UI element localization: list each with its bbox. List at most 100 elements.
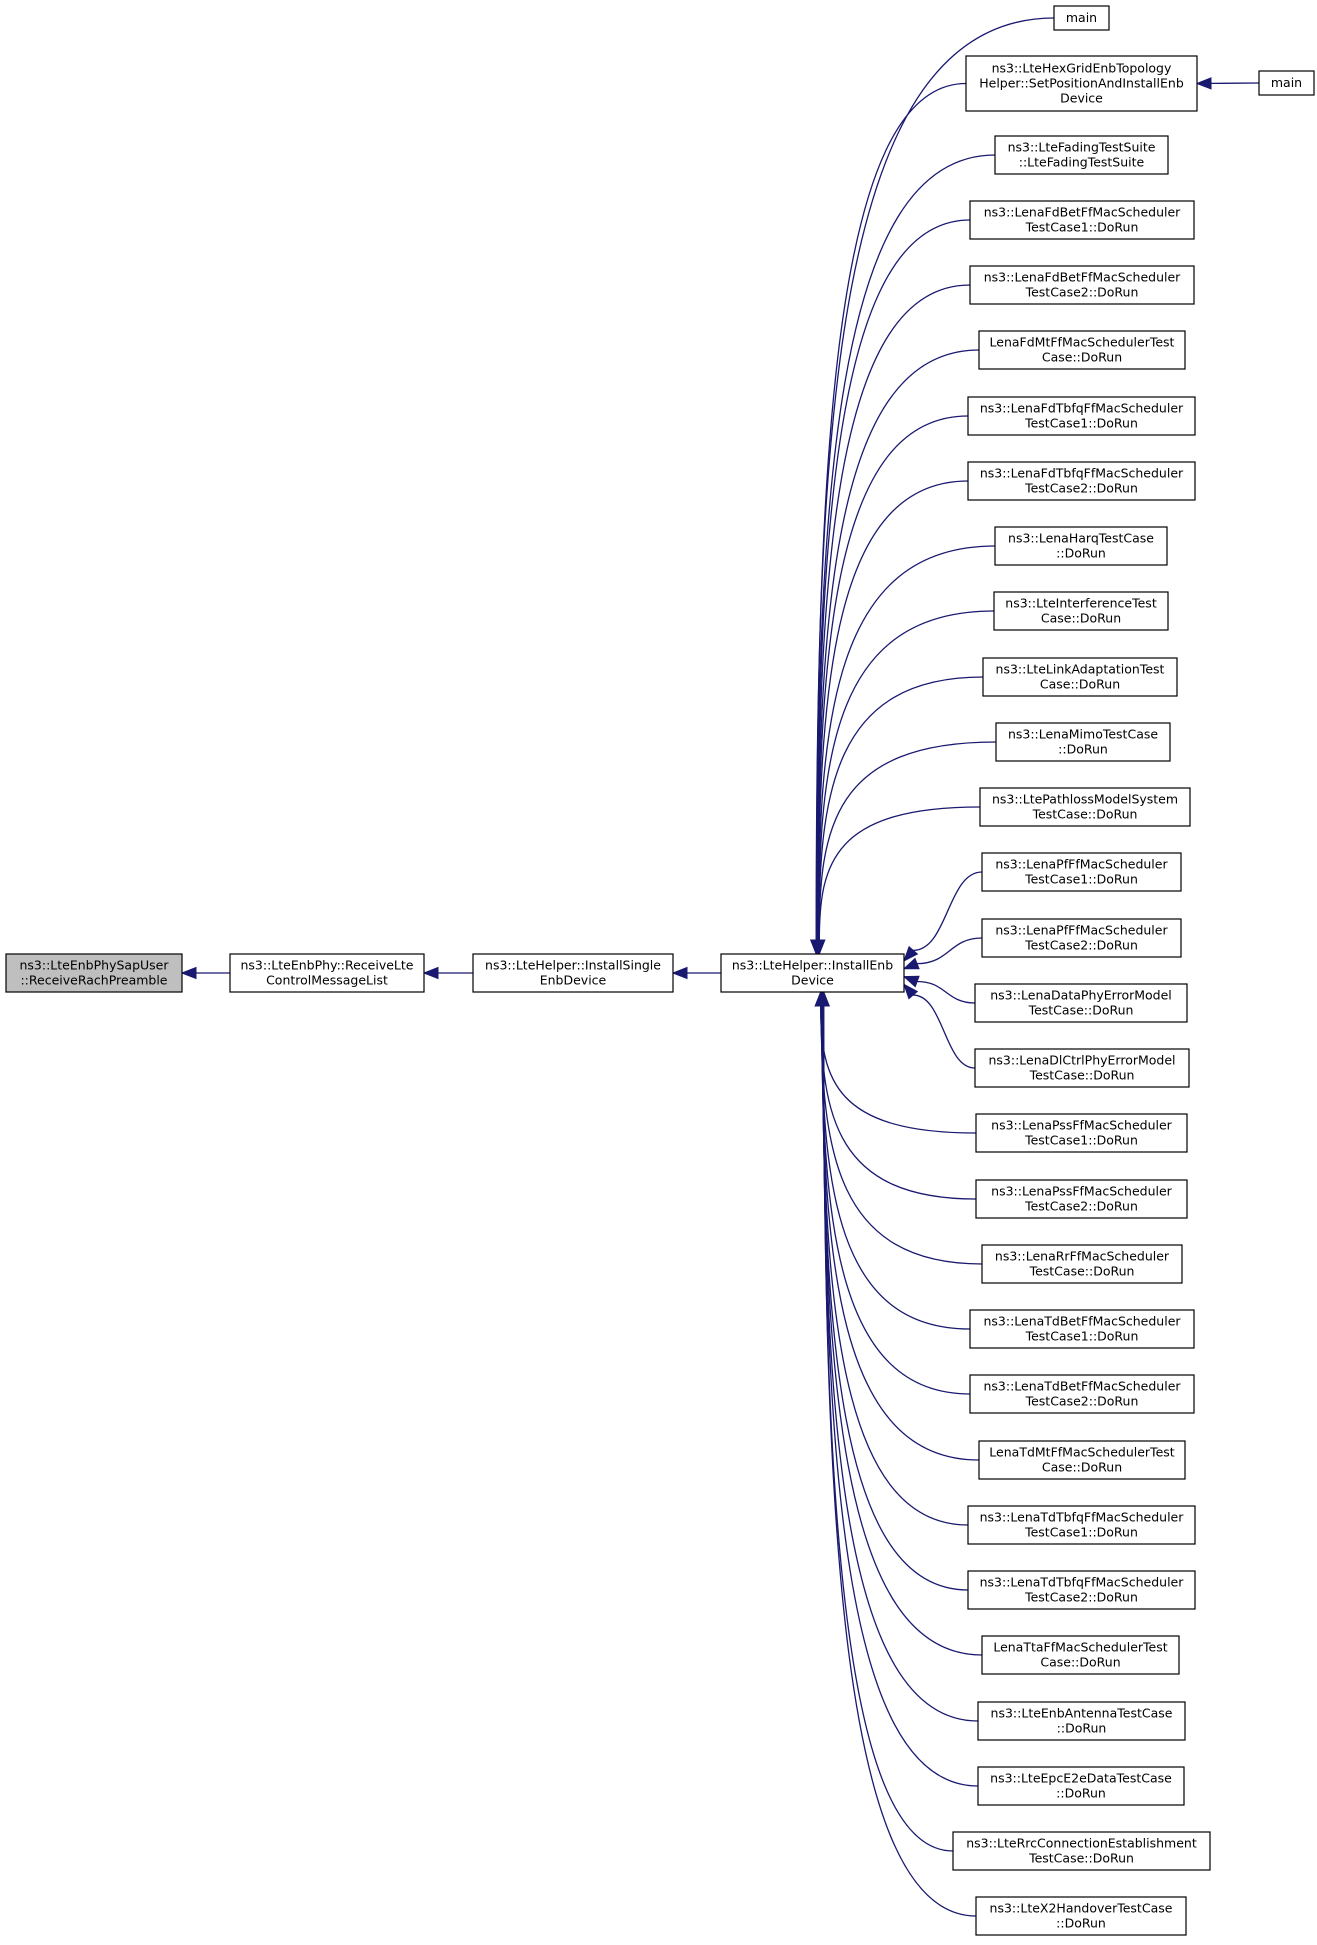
graph-node[interactable]: ns3::LenaDataPhyErrorModelTestCase::DoRu… xyxy=(974,983,1188,1023)
edge-line xyxy=(817,415,969,941)
node-box xyxy=(974,983,1188,1023)
graph-node[interactable]: ns3::LenaFdBetFfMacSchedulerTestCase2::D… xyxy=(969,265,1195,305)
edge-line xyxy=(823,1005,977,1917)
node-label: ns3::LteHexGridEnbTopology xyxy=(992,61,1172,76)
nodes-layer: ns3::LteEnbPhySapUser::ReceiveRachPreamb… xyxy=(5,5,1315,1936)
node-label: ns3::LteHelper::InstallEnb xyxy=(732,958,893,973)
node-label: LenaTtaFfMacSchedulerTest xyxy=(993,1640,1167,1655)
node-label: ::DoRun xyxy=(1056,546,1106,561)
graph-node[interactable]: ns3::LteRrcConnectionEstablishmentTestCa… xyxy=(952,1831,1211,1871)
graph-node[interactable]: ns3::LteEnbPhy::ReceiveLteControlMessage… xyxy=(229,953,425,993)
graph-node[interactable]: ns3::LenaPssFfMacSchedulerTestCase1::DoR… xyxy=(975,1113,1188,1153)
node-label: ns3::LenaFdTbfqFfMacScheduler xyxy=(980,466,1184,481)
edge-line xyxy=(818,806,981,941)
node-label: ns3::LteEpcE2eDataTestCase xyxy=(990,1771,1172,1786)
node-label: ns3::LenaPssFfMacScheduler xyxy=(991,1184,1173,1199)
graph-node[interactable]: ns3::LenaFdTbfqFfMacSchedulerTestCase1::… xyxy=(967,396,1196,436)
edge-line xyxy=(822,1005,983,1656)
node-label: TestCase::DoRun xyxy=(1029,1068,1135,1083)
node-label: ns3::LenaDataPhyErrorModel xyxy=(990,988,1172,1003)
graph-node[interactable]: ns3::LenaTdBetFfMacSchedulerTestCase1::D… xyxy=(969,1309,1195,1349)
arrowhead-icon xyxy=(903,945,919,962)
graph-node[interactable]: main xyxy=(1053,5,1110,31)
arrowhead-icon xyxy=(902,957,920,970)
node-label: TestCase1::DoRun xyxy=(1025,220,1139,235)
node-box xyxy=(229,953,425,993)
graph-node[interactable]: ns3::LteHexGridEnbTopologyHelper::SetPos… xyxy=(965,55,1198,112)
graph-node[interactable]: ns3::LenaPfFfMacSchedulerTestCase1::DoRu… xyxy=(981,852,1182,892)
node-label: ns3::LteFadingTestSuite xyxy=(1008,140,1156,155)
node-label: LenaTdMtFfMacSchedulerTest xyxy=(989,1445,1174,1460)
node-box xyxy=(967,396,1196,436)
edge-line xyxy=(821,1005,969,1591)
graph-node[interactable]: ns3::LenaPssFfMacSchedulerTestCase2::DoR… xyxy=(975,1179,1188,1219)
node-box xyxy=(967,461,1196,501)
node-label: TestCase1::DoRun xyxy=(1024,1525,1138,1540)
graph-node[interactable]: ns3::LteX2HandoverTestCase::DoRun xyxy=(975,1896,1187,1936)
node-label: ControlMessageList xyxy=(266,973,388,988)
graph-node[interactable]: ns3::LenaDlCtrlPhyErrorModelTestCase::Do… xyxy=(974,1048,1190,1088)
node-label: TestCase::DoRun xyxy=(1032,807,1138,822)
node-box xyxy=(720,953,905,993)
node-box xyxy=(994,526,1168,566)
node-box xyxy=(1053,5,1110,31)
edge-line xyxy=(820,1005,977,1200)
graph-node[interactable]: ns3::LenaTdTbfqFfMacSchedulerTestCase1::… xyxy=(967,1505,1196,1545)
arrowhead-icon xyxy=(422,966,439,980)
graph-node[interactable]: ns3::LenaTdTbfqFfMacSchedulerTestCase2::… xyxy=(967,1570,1196,1610)
node-label: Case::DoRun xyxy=(1042,350,1122,365)
node-label: TestCase2::DoRun xyxy=(1024,481,1138,496)
graph-node[interactable]: main xyxy=(1258,70,1315,96)
graph-node[interactable]: ns3::LenaHarqTestCase::DoRun xyxy=(994,526,1168,566)
arrowhead-icon xyxy=(813,939,826,956)
graph-node[interactable]: ns3::LenaMimoTestCase::DoRun xyxy=(995,722,1171,762)
graph-node[interactable]: ns3::LtePathlossModelSystemTestCase::DoR… xyxy=(979,787,1191,827)
node-box xyxy=(993,591,1169,631)
graph-node[interactable]: ns3::LenaFdTbfqFfMacSchedulerTestCase2::… xyxy=(967,461,1196,501)
node-box xyxy=(981,918,1182,958)
node-label: TestCase1::DoRun xyxy=(1024,872,1138,887)
node-label: TestCase::DoRun xyxy=(1028,1003,1134,1018)
arrowhead-icon xyxy=(1195,77,1212,90)
edges-layer xyxy=(180,17,1260,1917)
graph-node[interactable]: ns3::LteEpcE2eDataTestCase::DoRun xyxy=(977,1766,1185,1806)
node-box xyxy=(967,1570,1196,1610)
graph-node[interactable]: ns3::LenaTdBetFfMacSchedulerTestCase2::D… xyxy=(969,1374,1195,1414)
graph-node-root[interactable]: ns3::LteEnbPhySapUser::ReceiveRachPreamb… xyxy=(5,953,183,993)
edge-line xyxy=(817,545,996,941)
node-box xyxy=(472,953,674,993)
edge-line xyxy=(818,676,984,941)
graph-node[interactable]: ns3::LenaPfFfMacSchedulerTestCase2::DoRu… xyxy=(981,918,1182,958)
node-label: TestCase2::DoRun xyxy=(1024,1590,1138,1605)
node-label: ns3::LteEnbPhySapUser xyxy=(20,958,170,973)
node-label: ns3::LteHelper::InstallSingle xyxy=(485,958,661,973)
node-box xyxy=(969,265,1195,305)
node-label: ::DoRun xyxy=(1056,1786,1106,1801)
edge-line xyxy=(917,980,976,1004)
node-label: ns3::LenaPfFfMacScheduler xyxy=(995,923,1168,938)
node-label: ns3::LteX2HandoverTestCase xyxy=(990,1901,1173,1916)
edge-line xyxy=(818,741,997,941)
node-box xyxy=(974,1048,1190,1088)
node-box xyxy=(981,1244,1183,1284)
node-box xyxy=(969,200,1195,240)
node-label: Case::DoRun xyxy=(1040,1655,1120,1670)
graph-node[interactable]: ns3::LteEnbAntennaTestCase::DoRun xyxy=(977,1701,1186,1741)
arrowhead-icon xyxy=(817,990,831,1007)
edge-line xyxy=(917,937,983,965)
edge-line xyxy=(822,1005,979,1787)
node-box xyxy=(1258,70,1315,96)
graph-node[interactable]: ns3::LteFadingTestSuite::LteFadingTestSu… xyxy=(994,135,1169,175)
graph-node[interactable]: ns3::LenaFdBetFfMacSchedulerTestCase1::D… xyxy=(969,200,1195,240)
node-label: ns3::LteEnbPhy::ReceiveLte xyxy=(241,958,414,973)
node-label: LenaFdMtFfMacSchedulerTest xyxy=(990,335,1175,350)
node-label: ns3::LenaFdBetFfMacScheduler xyxy=(984,205,1181,220)
